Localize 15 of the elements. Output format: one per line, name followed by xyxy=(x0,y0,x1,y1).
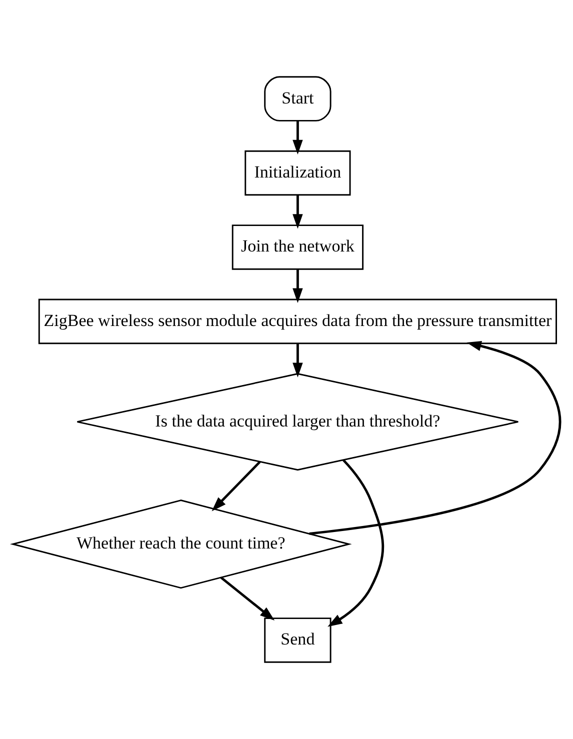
node-box: Send xyxy=(264,618,332,663)
arrow xyxy=(309,341,562,535)
arrow xyxy=(292,269,303,303)
arrow xyxy=(292,120,303,154)
node-box: Start xyxy=(264,76,332,122)
arrow xyxy=(328,459,384,627)
node-box: Join the network xyxy=(232,224,364,270)
node-box: Initialization xyxy=(244,150,351,196)
node-diamond: Whether reach the count time? xyxy=(10,500,352,589)
arrow xyxy=(292,343,303,378)
arrow xyxy=(212,461,261,512)
arrow xyxy=(292,194,303,229)
node-diamond: Is the data acquired larger than threshold? xyxy=(76,373,519,471)
arrow xyxy=(220,576,275,620)
node-box: ZigBee wireless sensor module acquires data from the pressure transmitter xyxy=(38,298,557,344)
